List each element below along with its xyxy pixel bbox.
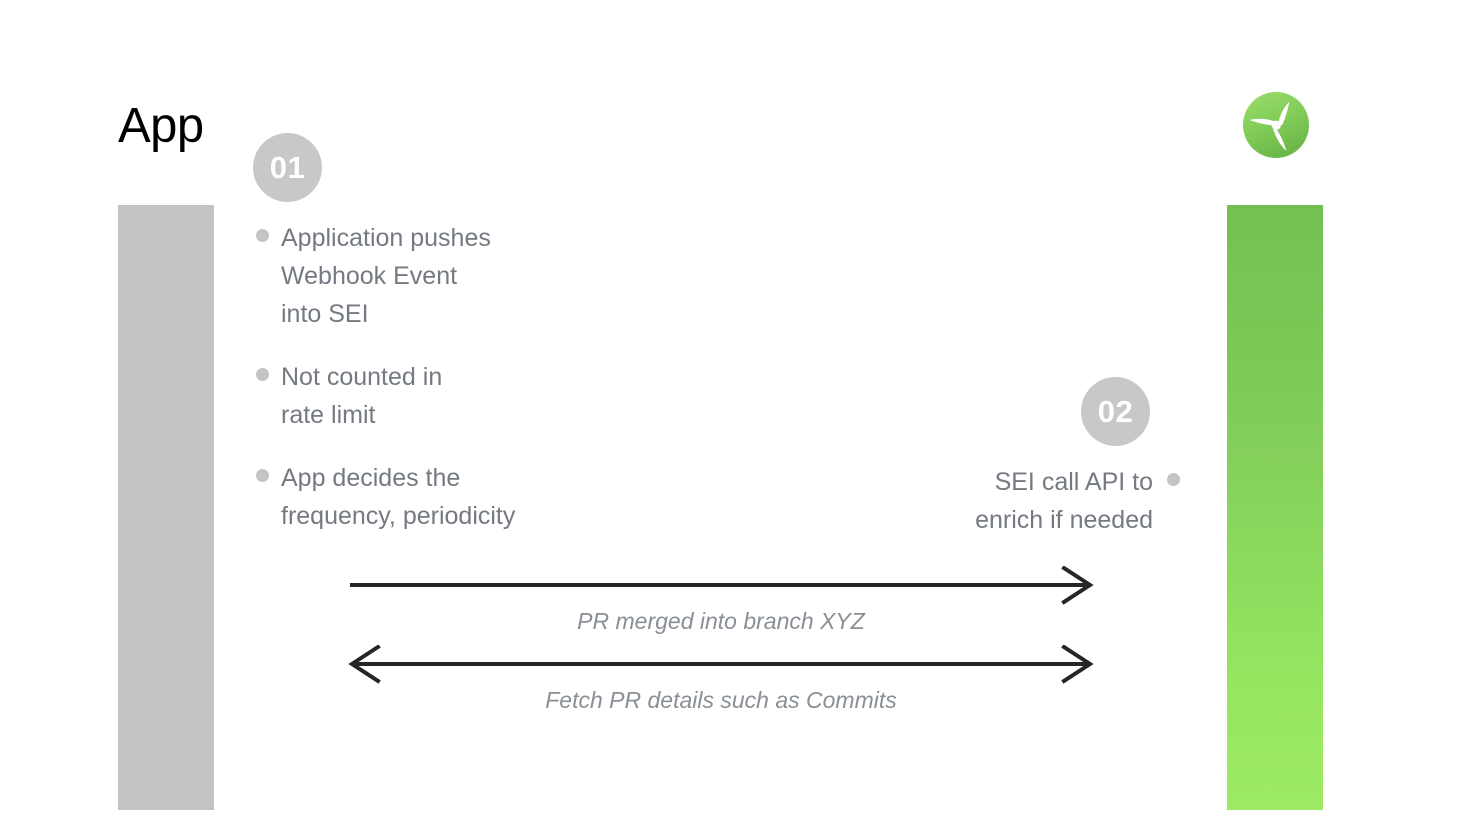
list-item: App decides the frequency, periodicity [256,459,515,535]
bullet-dot-icon [256,469,269,482]
bullet-dot-icon [256,229,269,242]
arrow-bidirectional-icon [348,645,1094,684]
list-item: SEI call API to enrich if needed [975,463,1180,539]
bullet-text: SEI call API to enrich if needed [975,468,1153,534]
lifeline-right-sei [1227,205,1323,810]
propeller-logo-icon [1241,90,1311,160]
list-item: Application pushes Webhook Event into SE… [256,219,515,333]
message-arrow-2: Fetch PR details such as Commits [348,645,1094,714]
bullet-text: App decides the frequency, periodicity [281,464,516,530]
bullet-text: Application pushes Webhook Event into SE… [281,224,491,328]
bullet-dot-icon [1167,473,1180,486]
message-label: Fetch PR details such as Commits [545,687,897,713]
actor-left-title: App [118,99,204,153]
step-badge-02: 02 [1081,377,1150,446]
message-label: PR merged into branch XYZ [577,608,865,634]
step-badge-01: 01 [253,133,322,202]
bullet-dot-icon [256,368,269,381]
bullet-text: Not counted in rate limit [281,363,443,429]
step-01-bullet-list: Application pushes Webhook Event into SE… [256,219,515,535]
arrow-right-icon [350,566,1094,605]
list-item: Not counted in rate limit [256,358,515,434]
message-arrow-1: PR merged into branch XYZ [348,566,1094,635]
step-02-bullet-list: SEI call API to enrich if needed [975,463,1180,539]
lifeline-left-app [118,205,214,810]
